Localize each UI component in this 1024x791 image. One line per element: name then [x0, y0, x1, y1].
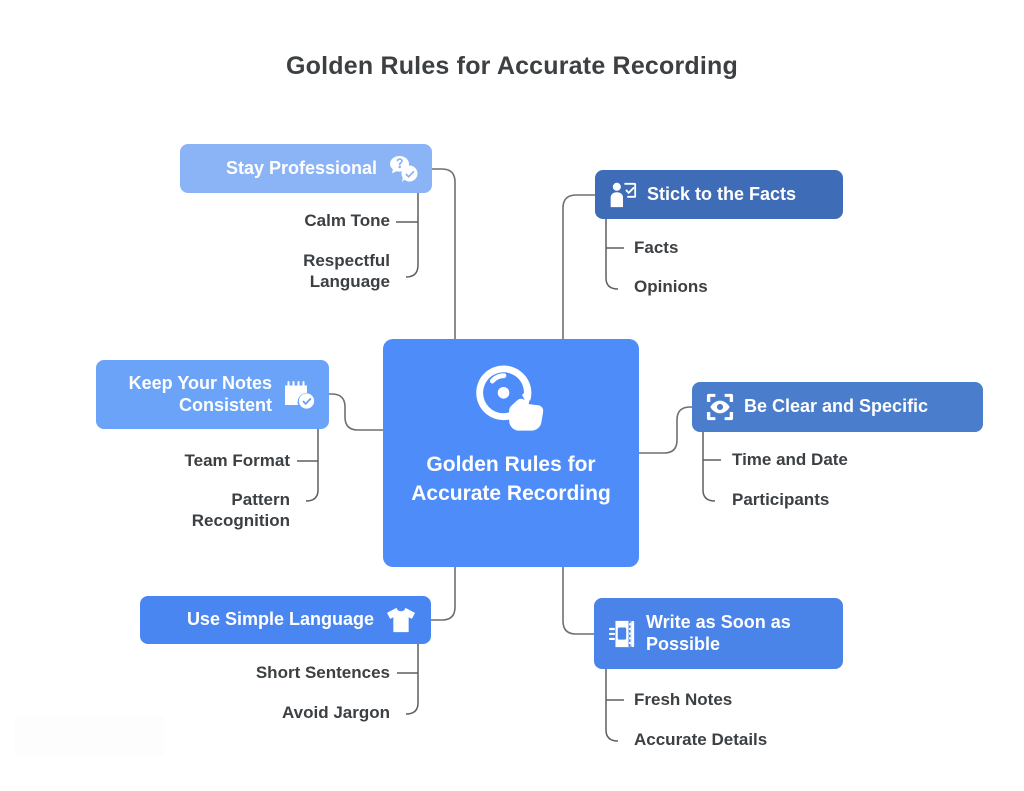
sub-item-avoid-jargon[interactable]: Avoid Jargon	[282, 703, 390, 722]
link-center-stick-facts	[562, 194, 595, 339]
sub-item-accurate-details[interactable]: Accurate Details	[634, 730, 768, 749]
watermark	[14, 716, 164, 756]
branch-node-write-as-soon-as-possible[interactable]: Write as Soon as Possible	[594, 598, 843, 669]
link-center-be-clear	[639, 406, 692, 454]
subcomb-keep-consistent	[297, 429, 319, 502]
person-checklist-icon	[609, 181, 637, 209]
branch-label-use-simple-language: Use Simple Language	[186, 609, 374, 630]
sub-item-team-format[interactable]: Team Format	[184, 451, 291, 470]
focus-eye-icon	[706, 393, 734, 421]
sub-item-calm-tone[interactable]: Calm Tone	[304, 211, 390, 230]
link-center-keep-consistent	[329, 393, 383, 431]
central-node[interactable]: Golden Rules for Accurate Recording	[383, 339, 639, 567]
link-center-write-soon	[562, 567, 594, 635]
notebook-icon	[608, 619, 636, 649]
page-title: Golden Rules for Accurate Recording	[286, 52, 738, 80]
branch-label-be-clear-and-specific: Be Clear and Specific	[744, 396, 929, 417]
subcomb-stick-facts	[605, 219, 624, 290]
disc-hand-icon	[476, 365, 544, 431]
link-center-stay-professional	[432, 168, 456, 339]
subcomb-simple-language	[397, 644, 419, 715]
branch-node-use-simple-language[interactable]: Use Simple Language	[140, 596, 431, 644]
branch-label-stay-professional: Stay Professional	[225, 157, 377, 178]
link-center-simple-language	[431, 567, 456, 621]
sub-item-fresh-notes[interactable]: Fresh Notes	[634, 690, 733, 709]
branch-node-stay-professional[interactable]: Stay Professional	[180, 144, 432, 193]
sub-item-time-and-date[interactable]: Time and Date	[732, 450, 848, 469]
chat-bubble-question-check-icon	[388, 155, 418, 183]
sub-item-participants[interactable]: Participants	[732, 490, 830, 509]
branch-node-keep-your-notes-consistent[interactable]: Keep Your Notes Consistent	[96, 360, 329, 429]
branch-node-stick-to-the-facts[interactable]: Stick to the Facts	[595, 170, 843, 219]
subcomb-be-clear	[702, 432, 721, 502]
tshirt-icon	[385, 606, 417, 634]
sub-item-pattern-recognition[interactable]: Pattern Recognition	[191, 490, 290, 531]
subcomb-stay-professional	[396, 193, 419, 278]
sub-item-facts[interactable]: Facts	[634, 238, 679, 257]
branch-label-keep-your-notes-consistent: Keep Your Notes Consistent	[128, 372, 272, 415]
sub-item-respectful-language[interactable]: Respectful Language	[303, 251, 390, 292]
branch-node-be-clear-and-specific[interactable]: Be Clear and Specific	[692, 382, 983, 432]
notepad-check-icon	[283, 380, 315, 410]
subcomb-write-soon	[605, 669, 624, 742]
sub-item-short-sentences[interactable]: Short Sentences	[255, 663, 390, 682]
branch-label-write-as-soon-as-possible: Write as Soon as Possible	[646, 611, 791, 654]
sub-item-opinions[interactable]: Opinions	[634, 277, 708, 296]
branch-label-stick-to-the-facts: Stick to the Facts	[647, 183, 797, 204]
central-node-label: Golden Rules for Accurate Recording	[411, 453, 611, 505]
